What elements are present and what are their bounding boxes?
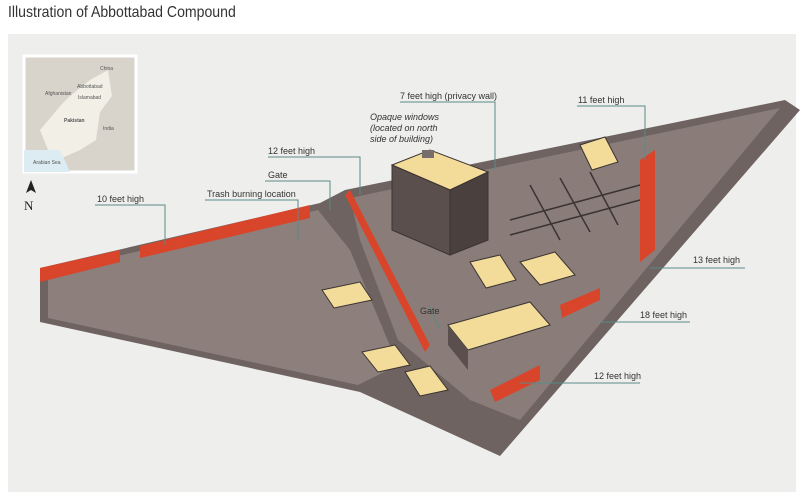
label-privacy-wall: 7 feet high (privacy wall) (400, 91, 497, 101)
map-label-pakistan: Pakistan (64, 118, 85, 124)
map-label-islamabad: Islamabad (78, 95, 101, 101)
map-label-arabian-sea: Arabian Sea (33, 160, 61, 166)
page-title: Illustration of Abbottabad Compound (8, 4, 236, 21)
compound (40, 100, 800, 456)
location-map: China Afghanistan Abbottabad Islamabad P… (22, 54, 138, 174)
label-trash: Trash burning location (207, 189, 296, 199)
north-arrow-icon: N (24, 180, 36, 213)
map-label-india: India (103, 126, 114, 132)
label-10-feet: 10 feet high (97, 194, 144, 204)
compass-label: N (24, 198, 34, 213)
label-18-feet: 18 feet high (640, 310, 687, 320)
label-gate-bottom: Gate (420, 306, 440, 316)
label-gate-top: Gate (268, 170, 288, 180)
callout-lines (95, 101, 745, 384)
label-12-feet-top: 12 feet high (268, 146, 315, 156)
label-windows-1: Opaque windows (370, 112, 440, 122)
opaque-windows (422, 150, 434, 158)
label-12-feet-bottom: 12 feet high (594, 371, 641, 381)
label-windows-2: (located on north (370, 123, 438, 133)
map-label-china: China (100, 66, 113, 72)
label-windows-3: side of building) (370, 134, 433, 144)
map-label-afghanistan: Afghanistan (45, 91, 72, 97)
label-13-feet: 13 feet high (693, 255, 740, 265)
map-label-abbottabad: Abbottabad (77, 84, 103, 90)
label-11-feet: 11 feet high (578, 95, 624, 105)
